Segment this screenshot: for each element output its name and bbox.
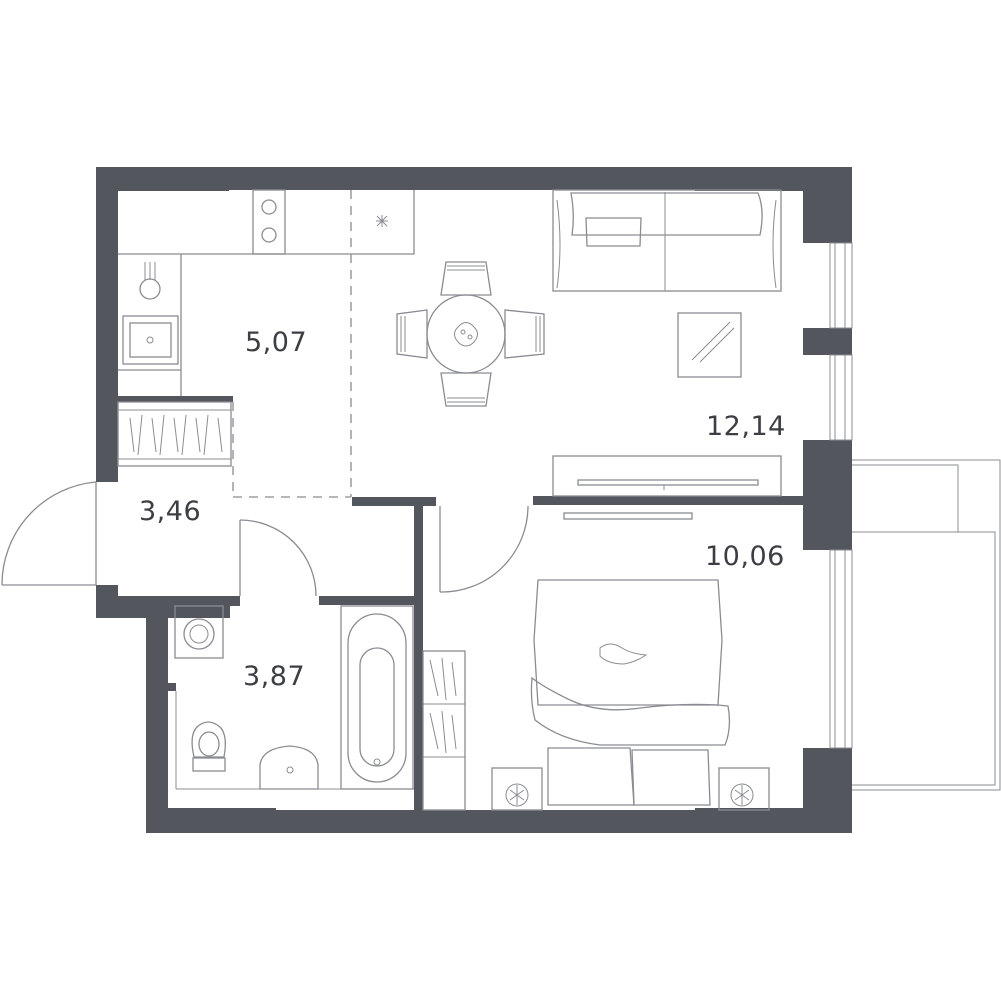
area-labels: 5,07 12,14 3,46 10,06 3,87 bbox=[139, 327, 786, 692]
tv-unit bbox=[552, 455, 782, 497]
rug bbox=[677, 312, 742, 378]
hall-wardrobe bbox=[117, 401, 232, 467]
bathroom-fixtures bbox=[174, 605, 414, 790]
kitchen-counter bbox=[118, 189, 415, 396]
walls bbox=[96, 167, 852, 833]
sofa bbox=[552, 189, 782, 292]
bed bbox=[530, 579, 731, 806]
area-label-hall: 3,46 bbox=[139, 496, 201, 527]
area-label-bedroom: 10,06 bbox=[705, 541, 785, 572]
area-label-living: 12,14 bbox=[706, 411, 786, 442]
bedroom-tv bbox=[563, 512, 693, 520]
nightstands bbox=[491, 767, 770, 811]
doors bbox=[1, 481, 529, 597]
dining-table bbox=[396, 261, 545, 407]
area-label-bathroom: 3,87 bbox=[243, 661, 305, 692]
zone-dividers bbox=[232, 190, 352, 498]
windows bbox=[829, 242, 853, 749]
bedroom-wardrobe bbox=[422, 650, 466, 811]
balcony bbox=[852, 459, 1001, 791]
area-label-kitchen: 5,07 bbox=[245, 327, 307, 358]
